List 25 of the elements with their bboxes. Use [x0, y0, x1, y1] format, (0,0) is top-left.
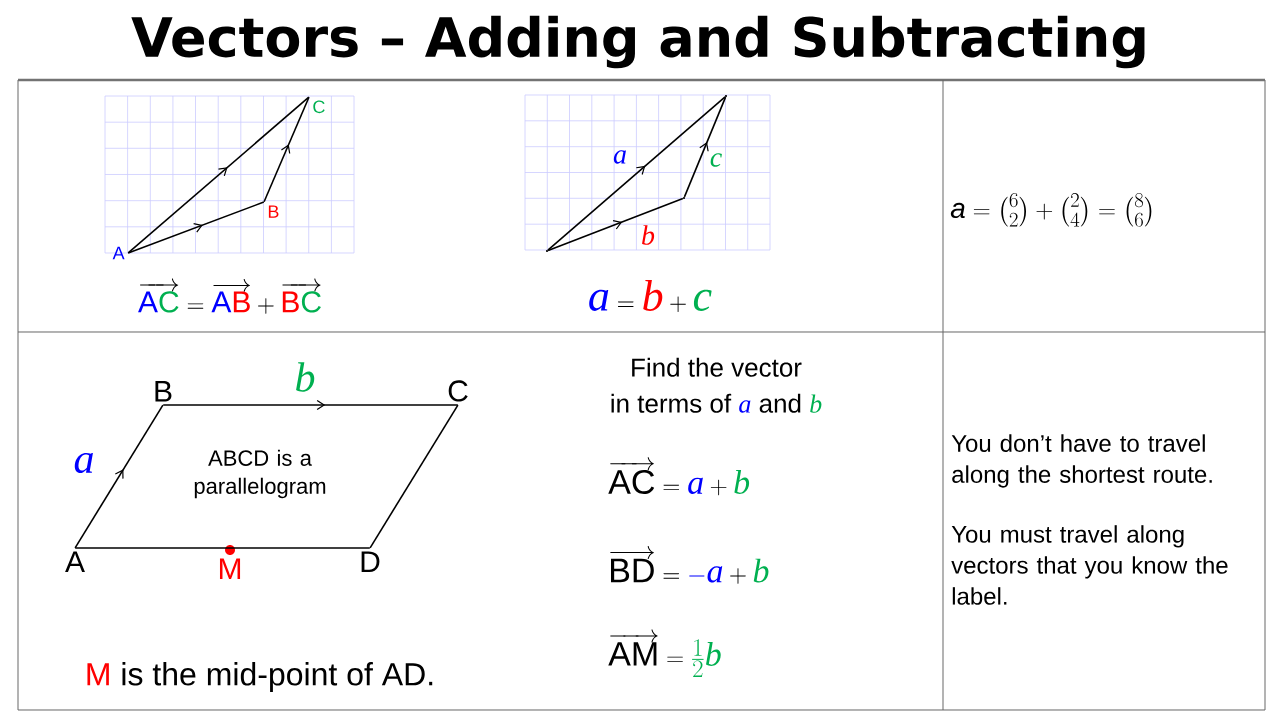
note-text: $\textcolor[HTML]{FF0000}{\text{M}}\text{ is the mid-point of AD.}$ — [87, 662, 433, 692]
point-label: C — [448, 380, 468, 402]
note-text: ABCD is a parallelogram — [194, 449, 326, 499]
edge-label: c — [710, 153, 722, 167]
point-label: B — [155, 380, 172, 402]
equation: $\overrightarrow{\textcolor[HTML]{0000FF}{\mathsf{A}}\textcolor[HTML]{00B050}{\mathsf{C}}} = \overrightarrow{\textcolor[HTML]{0000FF}{\mathsf{A}}\textcolor[HTML]{FF0000}{\mathsf{B}}} + \overrightarrow{\textcolor[HTML]{FF0000}{\mathsf{B}}\textcolor[HTML]{00B050}{\mathsf{C}}}$ — [138, 278, 321, 314]
point-label: M — [220, 545, 241, 580]
note-text: You don’t have to travel along the shortest route. — [951, 434, 1212, 488]
edge-label: b — [296, 362, 315, 392]
point-label: B — [268, 205, 279, 218]
equation: $\overrightarrow{\mathsf{AM}} = \textcolor[HTML]{00B050}{\tfrac{1}{2}\mathit{b}}$ — [608, 629, 721, 677]
point-label: D — [361, 551, 380, 573]
title: Vectors – Adding and Subtracting — [131, 15, 1145, 69]
equation: $\textcolor[HTML]{0000FF}{\mathit{a}} = \textcolor[HTML]{FF0000}{\mathit{b}} + \textcolor[HTML]{00B050}{\mathit{c}}$ — [589, 279, 712, 313]
edge-label: a — [74, 452, 93, 474]
point-label: C — [313, 100, 325, 114]
point-label: A — [112, 246, 125, 260]
equation: $\overrightarrow{\mathsf{BD}} = \textcolor[HTML]{0000FF}{-\mathit{a}} + \textcolor[HTML]{00B050}{\mathit{b}}$ — [610, 546, 769, 584]
edge-label: a — [613, 150, 626, 164]
equation: $\text{\itshape a} = \binom{6}{2} + \binom{2}{4} = \binom{8}{6}$ — [950, 193, 1152, 227]
edge-label: b — [642, 225, 655, 245]
note-text: You must travel along vectors that you know the label. — [951, 525, 1228, 605]
question-text: $\begin{gathered}\text{Find the vector}\\ \text{in terms of }\textcolor[HTML]{0000FF}{\mathit{a}}\text{ and }\textcolor[HTML]{00B050}{\mathit{b}}\end{gathered}$ — [611, 357, 822, 413]
equation: $\overrightarrow{\mathsf{AC}} = \textcolor[HTML]{0000FF}{\mathit{a}} + \textcolor[HTML]{00B050}{\mathit{b}}$ — [608, 457, 750, 496]
point-label: A — [65, 551, 85, 573]
